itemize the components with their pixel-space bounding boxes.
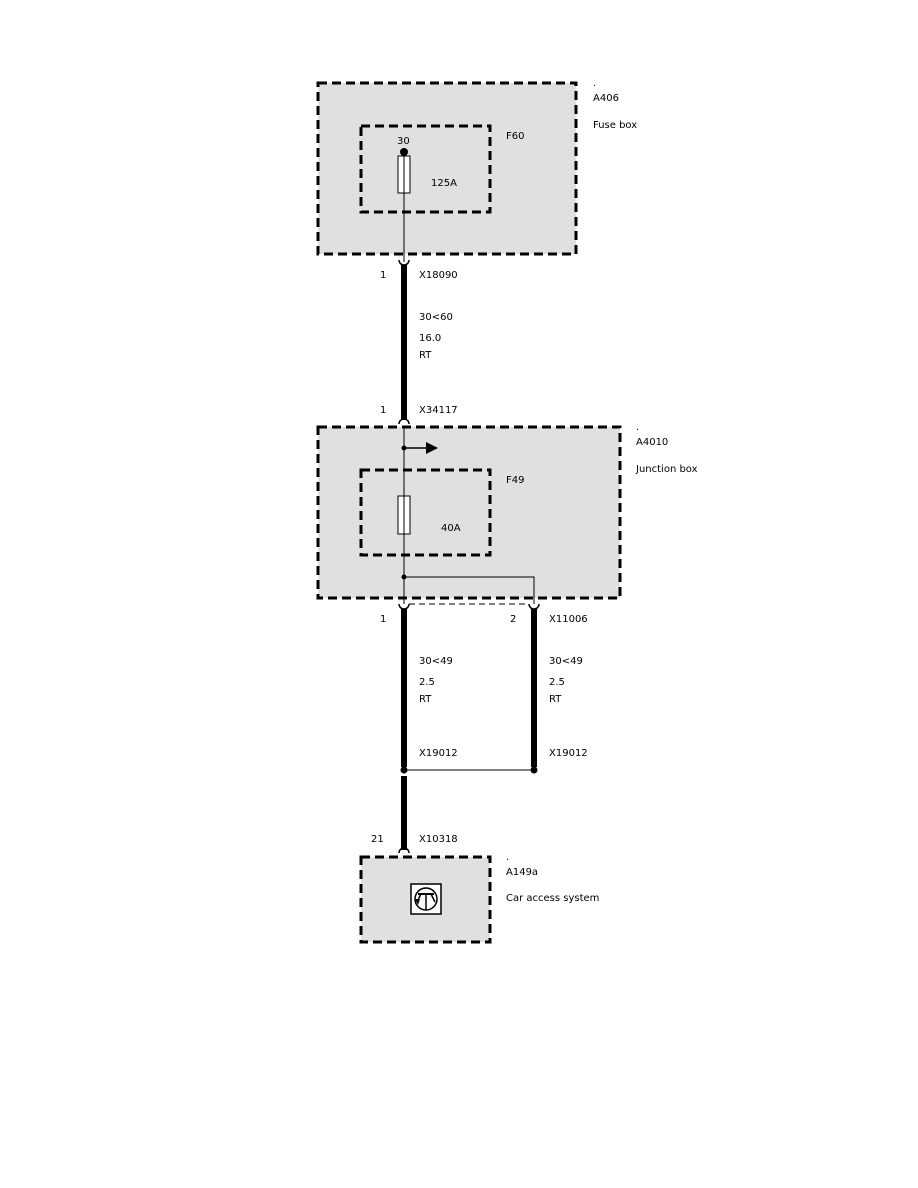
fuse-box-id: A406	[593, 93, 619, 104]
connector-x18090-id: X18090	[419, 270, 458, 281]
connector-x34117-id: X34117	[419, 405, 458, 416]
car-access-id: A149a	[506, 867, 538, 878]
connector-x11006-id: X11006	[549, 614, 588, 625]
connector-x10318: 21 X10318	[371, 834, 458, 854]
connector-x11006-pin-left: 1	[380, 614, 386, 625]
wire-right-circuit: 30<49	[549, 656, 583, 667]
fuse-f60-box	[359, 124, 492, 214]
connector-x34117-pin: 1	[380, 405, 386, 416]
splice-x19012: X19012 X19012	[400, 748, 588, 774]
junction-box-dot: .	[636, 422, 639, 433]
fuse-f60-id: F60	[506, 131, 524, 142]
connector-x11006-pin-right: 2	[510, 614, 516, 625]
junction-box-id: A4010	[636, 437, 668, 448]
fuse-box-a406: . A406 Fuse box F60 30 125A	[316, 78, 637, 262]
arrow-right-icon	[426, 442, 438, 454]
junction-box-name: Junction box	[635, 464, 698, 475]
wire-left-size: 2.5	[419, 677, 435, 688]
fuse-box-name: Fuse box	[593, 120, 637, 131]
fuse-f49-rating: 40A	[441, 523, 461, 534]
fuse-f60-terminal: 30	[397, 136, 410, 147]
splice-x19012-right-id: X19012	[549, 748, 588, 759]
splice-x19012-left-id: X19012	[419, 748, 458, 759]
fuse-f49-box	[359, 468, 492, 557]
fuse-f49-id: F49	[506, 475, 524, 486]
wire-main-size: 16.0	[419, 333, 441, 344]
fuse-f60-rating: 125A	[431, 178, 457, 189]
car-access-dot: .	[506, 852, 509, 863]
wire-main-color: RT	[419, 350, 432, 361]
wire-left-color: RT	[419, 694, 432, 705]
connector-x34117: 1 X34117	[380, 405, 458, 425]
car-access-a149a: . A149a Car access system	[359, 852, 599, 944]
car-access-name: Car access system	[506, 893, 599, 904]
connector-x18090: 1 X18090	[380, 259, 458, 281]
connector-x10318-id: X10318	[419, 834, 458, 845]
junction-box-a4010: . A4010 Junction box F49 40A	[316, 422, 698, 604]
connector-x11006: 1 2 X11006	[380, 603, 588, 625]
connector-x10318-pin: 21	[371, 834, 384, 845]
transistor-icon	[410, 883, 442, 915]
connector-x18090-pin: 1	[380, 270, 386, 281]
wire-right-color: RT	[549, 694, 562, 705]
fuse-box-dot: .	[593, 78, 596, 89]
wire-main-circuit: 30<60	[419, 312, 453, 323]
wire-left-circuit: 30<49	[419, 656, 453, 667]
wire-right-size: 2.5	[549, 677, 565, 688]
